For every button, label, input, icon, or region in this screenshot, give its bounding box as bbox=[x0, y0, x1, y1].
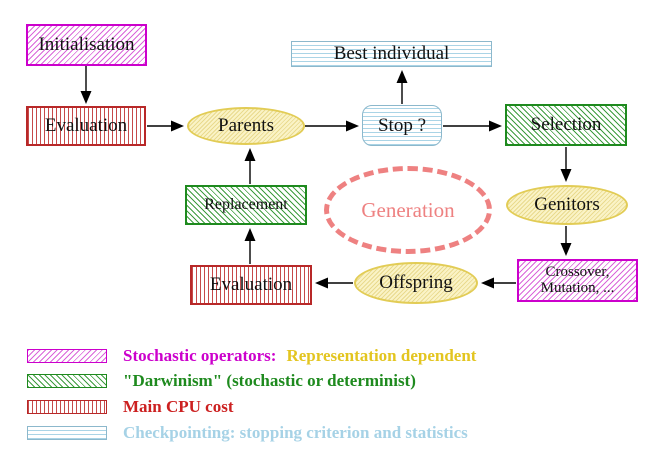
legend-label-cpu-cost: Main CPU cost bbox=[123, 397, 234, 416]
node-selection: Selection bbox=[505, 104, 627, 146]
node-best-individual: Best individual bbox=[291, 41, 492, 67]
node-evaluation-top: Evaluation bbox=[26, 106, 146, 146]
legend-label-representation: Representation dependent bbox=[286, 346, 477, 365]
legend-row-stochastic: Stochastic operators: Representation dep… bbox=[27, 346, 477, 365]
generation-label: Generation bbox=[361, 197, 455, 222]
legend-label-checkpointing: Checkpointing: stopping criterion and st… bbox=[123, 423, 468, 442]
cyan-stripe-swatch bbox=[27, 426, 107, 440]
crossover-line1: Crossover, bbox=[545, 263, 610, 280]
node-evaluation-bottom: Evaluation bbox=[190, 265, 312, 305]
node-genitors: Genitors bbox=[506, 185, 628, 225]
green-hatch-swatch bbox=[27, 374, 107, 388]
legend-row-cpu-cost: Main CPU cost bbox=[27, 397, 234, 416]
legend-row-checkpointing: Checkpointing: stopping criterion and st… bbox=[27, 423, 468, 442]
generation-cycle-ellipse: Generation bbox=[324, 166, 492, 254]
magenta-hatch-swatch bbox=[27, 349, 107, 363]
node-replacement: Replacement bbox=[185, 185, 307, 225]
legend-row-darwinism: "Darwinism" (stochastic or determinist) bbox=[27, 371, 416, 390]
legend-label-darwinism: "Darwinism" (stochastic or determinist) bbox=[123, 371, 416, 390]
node-offspring: Offspring bbox=[354, 262, 478, 304]
red-stripe-swatch bbox=[27, 400, 107, 414]
node-crossover-mutation: Crossover, Mutation, ... bbox=[517, 259, 638, 302]
legend-label-stochastic: Stochastic operators: bbox=[123, 346, 277, 365]
node-stop: Stop ? bbox=[362, 105, 442, 146]
crossover-line2: Mutation, ... bbox=[540, 279, 615, 296]
node-parents: Parents bbox=[187, 107, 305, 145]
node-initialisation: Initialisation bbox=[26, 24, 147, 66]
